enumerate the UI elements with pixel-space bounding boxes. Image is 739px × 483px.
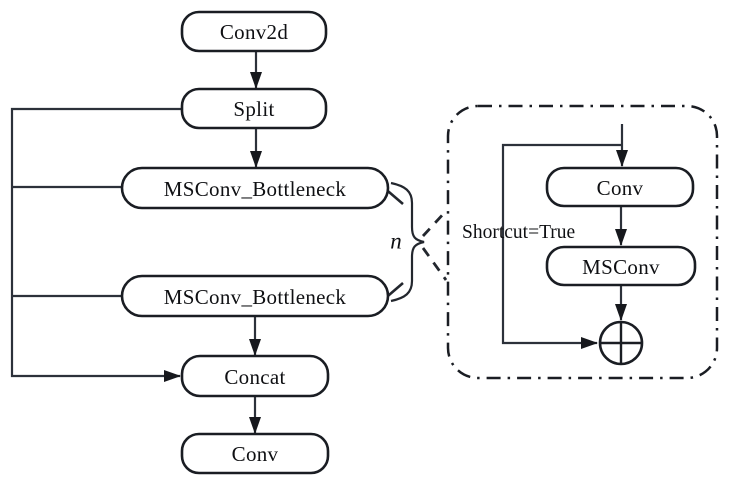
repeat-count-label: n — [390, 229, 402, 254]
node-msconv-bottleneck-2: MSConv_Bottleneck — [120, 274, 390, 318]
node-concat-label: Concat — [224, 365, 285, 389]
node-detail-conv-label: Conv — [597, 176, 644, 200]
repeat-brace — [390, 181, 425, 303]
node-detail-msconv: MSConv — [545, 245, 697, 287]
zoom-line-upper — [421, 210, 448, 237]
detail-dashed-box — [446, 104, 719, 380]
add-icon — [598, 320, 644, 366]
node-split-label: Split — [233, 97, 274, 121]
node-conv-out-label: Conv — [232, 442, 279, 466]
node-conv-out: Conv — [180, 432, 330, 475]
zoom-line-lower — [421, 247, 448, 281]
node-msconv-bottleneck-1: MSConv_Bottleneck — [120, 166, 390, 210]
node-conv2d-label: Conv2d — [220, 20, 289, 44]
node-detail-conv: Conv — [545, 166, 695, 208]
edge-split-bypass-to-concat — [10, 107, 182, 382]
node-detail-msconv-label: MSConv — [582, 255, 660, 279]
shortcut-label: Shortcut=True — [462, 222, 575, 243]
edge-detail-shortcut — [501, 143, 622, 349]
node-msconv-bottleneck-1-label: MSConv_Bottleneck — [164, 177, 347, 201]
node-conv2d: Conv2d — [180, 10, 328, 53]
node-concat: Concat — [180, 354, 330, 398]
node-msconv-bottleneck-2-label: MSConv_Bottleneck — [164, 285, 347, 309]
node-split: Split — [180, 87, 328, 130]
